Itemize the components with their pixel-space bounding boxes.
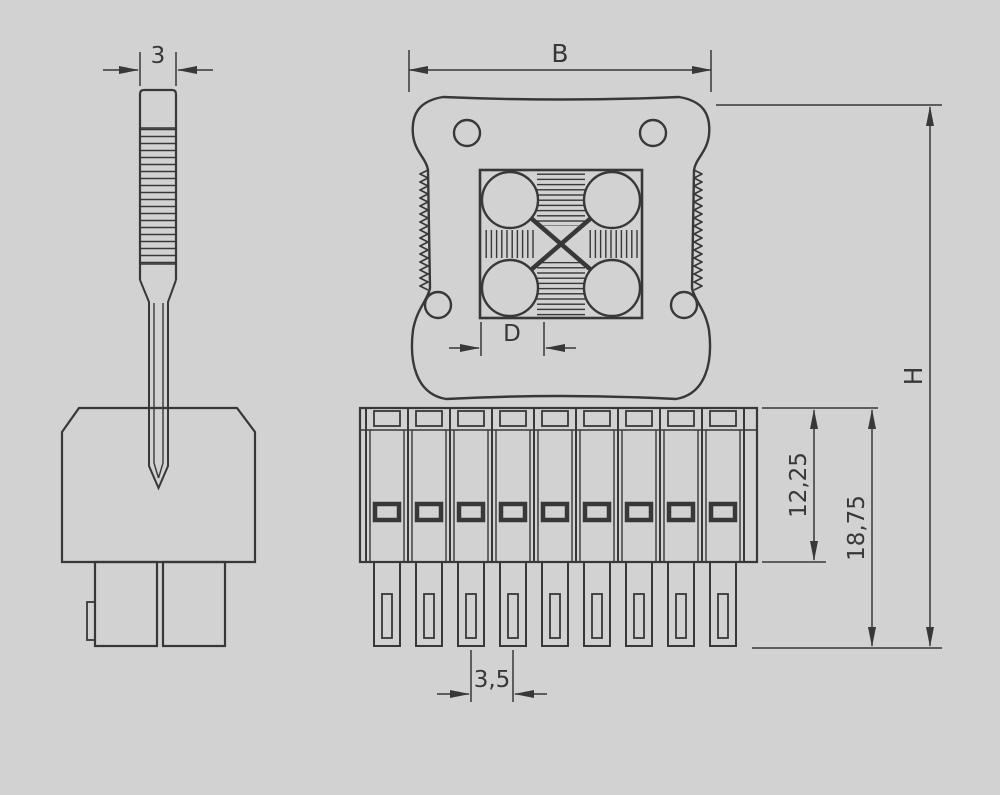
dimension-overall-depth: 18,75 [752,409,942,649]
dimension-coding: D [449,321,576,356]
serration-right [693,169,703,291]
front-view [358,95,759,646]
dim-label-tool-width: 3 [151,43,166,69]
dimension-pitch: 3,5 [437,650,547,702]
dim-label-overall-width: B [551,39,568,68]
tool-shaft-grip-hatch [141,128,175,264]
tool-blade [139,279,177,491]
hatch-block-left [482,230,536,258]
coding-pin-top-left [480,170,540,230]
hatch-block-top [537,172,585,226]
dim-label-housing-depth: 12,25 [786,452,812,518]
side-view [60,88,257,648]
mounting-hole-top-left [452,118,482,148]
housing-side-tab [86,601,96,641]
coding-pin-top-right [582,170,642,230]
tool-shaft-outline [138,88,178,280]
hatch-block-right [586,230,640,258]
tool-blade-inner-right [157,303,164,479]
dim-label-overall-depth: 18,75 [844,495,870,561]
dimension-tool-width: 3 [103,43,213,86]
dimensions: 3 B D 3,5 12,2 [103,39,942,702]
housing-foot-right [161,560,227,648]
dim-label-coding: D [503,321,521,347]
mounting-hole-bottom-left [423,290,453,320]
dim-label-pitch: 3,5 [474,667,511,693]
tool-blade-inner-left [153,303,160,479]
coding-frame [478,168,644,320]
serration-left [419,169,429,291]
terminal-strip [358,408,759,646]
dimension-overall-width: B [408,39,712,92]
dimension-height: H [716,104,942,647]
dimension-housing-depth: 12,25 [762,407,878,563]
coding-pin-bottom-right [582,258,642,318]
dim-label-height: H [899,367,928,386]
hatch-block-bottom [537,262,585,316]
mounting-hole-bottom-right [669,290,699,320]
housing-body [60,406,257,564]
flange-outline [410,95,712,401]
coding-pin-bottom-left [480,258,540,318]
mounting-hole-top-right [638,118,668,148]
